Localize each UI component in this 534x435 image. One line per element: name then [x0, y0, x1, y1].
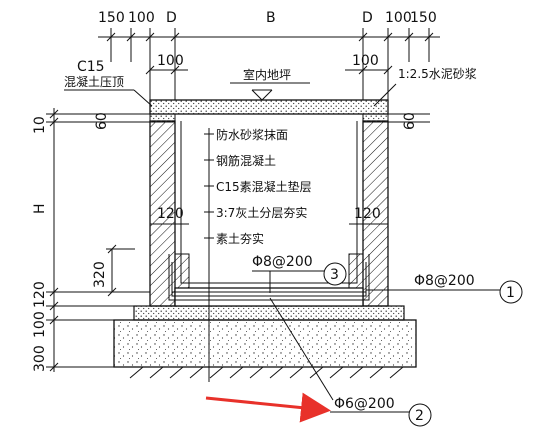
- rebar-2-leader-diag: [269, 297, 334, 401]
- dim-120-left: 120: [157, 206, 184, 222]
- callout-1-number: 1: [506, 285, 515, 301]
- label-rebar-1: Φ8@200: [414, 273, 475, 289]
- right-wall: [362, 120, 389, 307]
- layer-ticks: [204, 133, 214, 239]
- red-arrow: [205, 392, 331, 423]
- left-wall: [149, 120, 176, 307]
- dim-150-right: 150: [410, 10, 437, 26]
- dim-100-left: 100: [128, 10, 155, 26]
- callout-3-number: 3: [330, 267, 339, 283]
- right-haunch: [348, 253, 364, 289]
- layer-5: 素土夯实: [216, 231, 264, 246]
- callout-3-circle: [323, 262, 347, 286]
- label-floor: 室内地坪: [243, 67, 291, 82]
- rebar-inner: [171, 262, 367, 297]
- layer-1: 防水砂浆抹面: [216, 127, 288, 142]
- label-c15: C15: [77, 59, 105, 75]
- label-rebar-2: Φ6@200: [334, 396, 395, 412]
- dim-120-left-side: 120: [32, 281, 48, 308]
- concrete-base-slab: [113, 319, 417, 368]
- inner-lining: [180, 121, 358, 284]
- coping-left: [149, 113, 176, 123]
- dim-60-left: 60: [94, 112, 110, 130]
- dim-100-left-side: 100: [32, 311, 48, 338]
- dim-60-right: 60: [402, 112, 418, 130]
- cover-slab: [149, 99, 389, 115]
- c15-cushion-layer: [133, 305, 405, 321]
- ground-hatch: [129, 366, 404, 379]
- label-rebar-3: Φ8@200: [252, 254, 313, 270]
- floor-level-marker: [251, 89, 273, 101]
- dim-120-right: 120: [354, 206, 381, 222]
- dim-320: 320: [92, 261, 108, 288]
- label-coping: 混凝土压顶: [64, 74, 124, 89]
- dim-inner-100-right: 100: [352, 53, 379, 69]
- callout-2-circle: [408, 403, 432, 427]
- rebar-mesh: [168, 254, 370, 301]
- layer-3: C15素混凝土垫层: [216, 179, 312, 194]
- callout-1-circle: [499, 280, 523, 304]
- label-mortar: 1:2.5水泥砂浆: [398, 66, 477, 81]
- dim-300-left-side: 300: [32, 345, 48, 372]
- dim-d-right: D: [362, 10, 373, 26]
- bottom-slab: [174, 287, 364, 307]
- top-dimension-line: [98, 28, 440, 100]
- inner-100-dims: [145, 65, 393, 75]
- dim-h: H: [32, 203, 48, 214]
- dim-100-right: 100: [385, 10, 412, 26]
- dim-d-left: D: [166, 10, 177, 26]
- dims-120: [149, 216, 389, 232]
- callout-2-number: 2: [415, 408, 424, 424]
- layer-2: 钢筋混凝土: [216, 153, 276, 168]
- mortar-leader: [373, 83, 397, 107]
- left-dimension-line: [46, 108, 150, 372]
- dim-b: B: [266, 10, 276, 26]
- dim-10: 10: [32, 116, 48, 134]
- left-haunch: [174, 253, 190, 289]
- dim-150-left: 150: [98, 10, 125, 26]
- layer-4: 3:7灰土分层夯实: [216, 205, 307, 220]
- coping-right: [362, 113, 389, 123]
- dim-inner-100-left: 100: [157, 53, 184, 69]
- coping-leader-diag: [133, 89, 153, 107]
